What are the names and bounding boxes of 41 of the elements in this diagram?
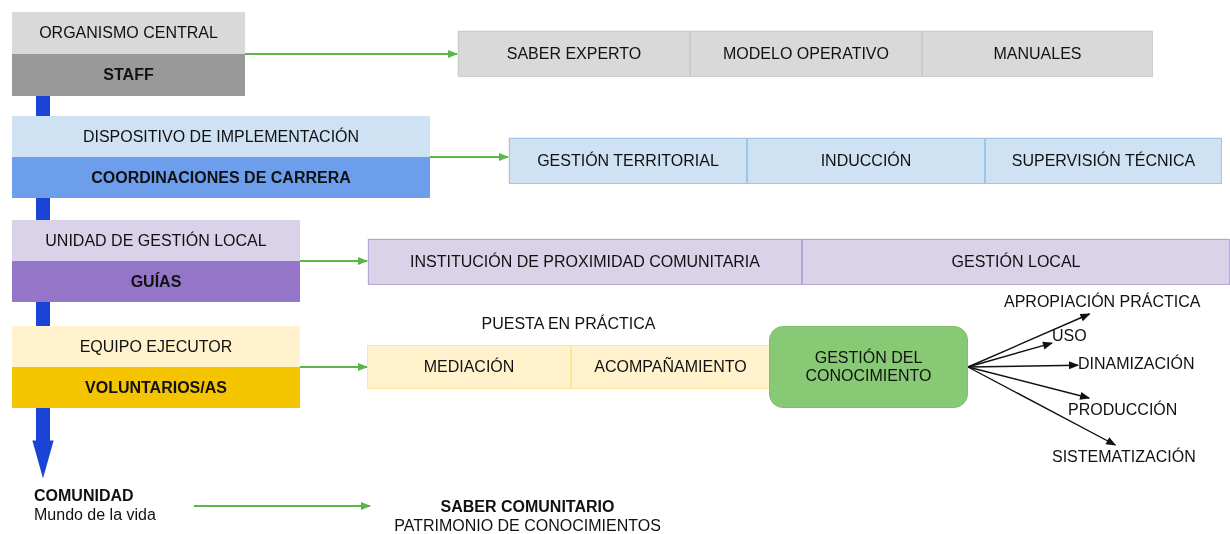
role-band: GUÍAS xyxy=(12,261,300,302)
process-box: GESTIÓN DEL CONOCIMIENTO xyxy=(769,326,968,408)
level-band: UNIDAD DE GESTIÓN LOCAL xyxy=(12,220,300,261)
arrow xyxy=(967,366,1091,400)
arrow xyxy=(967,366,1117,446)
label-cell: SUPERVISIÓN TÉCNICA xyxy=(985,138,1222,184)
subtitle-text: PATRIMONIO DE CONOCIMIENTOS xyxy=(394,516,661,534)
row-frame xyxy=(508,137,1221,183)
label-cell: ACOMPAÑAMIENTO xyxy=(571,345,770,389)
label-cell: SABER EXPERTO xyxy=(458,31,690,77)
role-band: COORDINACIONES DE CARRERA xyxy=(12,157,430,198)
branch-label: SISTEMATIZACIÓN xyxy=(1052,446,1196,467)
arrow xyxy=(429,153,509,161)
level-band: DISPOSITIVO DE IMPLEMENTACIÓN xyxy=(12,116,430,157)
label-cell: GESTIÓN TERRITORIAL xyxy=(509,138,747,184)
group-heading: PUESTA EN PRÁCTICA xyxy=(480,315,657,333)
row-frame xyxy=(367,238,1229,284)
arrow xyxy=(299,363,368,371)
arrow xyxy=(244,50,458,58)
branch-label: DINAMIZACIÓN xyxy=(1078,353,1195,374)
role-band: STAFF xyxy=(12,54,245,96)
level-band: ORGANISMO CENTRAL xyxy=(12,12,245,54)
label-cell: MANUALES xyxy=(922,31,1153,77)
title-text: COMUNIDAD xyxy=(34,486,134,505)
role-band: VOLUNTARIOS/AS xyxy=(12,367,300,408)
branch-label: APROPIACIÓN PRÁCTICA xyxy=(1004,291,1201,312)
label-cell: GESTIÓN LOCAL xyxy=(802,239,1230,285)
branch-label: USO xyxy=(1052,326,1087,346)
branch-label: PRODUCCIÓN xyxy=(1068,399,1178,420)
label-cell: INSTITUCIÓN DE PROXIMIDAD COMUNITARIA xyxy=(368,239,802,285)
level-band: EQUIPO EJECUTOR xyxy=(12,326,300,367)
arrow xyxy=(967,313,1091,368)
arrow xyxy=(193,502,371,510)
flow-arrow xyxy=(32,408,54,479)
label-cell: MODELO OPERATIVO xyxy=(690,31,922,77)
row-frame xyxy=(457,30,1152,76)
label-cell: INDUCCIÓN xyxy=(747,138,985,184)
subtitle-text: Mundo de la vida xyxy=(34,505,156,524)
title-text: SABER COMUNITARIO xyxy=(440,497,615,516)
arrow xyxy=(299,257,368,265)
label-cell: MEDIACIÓN xyxy=(367,345,571,389)
